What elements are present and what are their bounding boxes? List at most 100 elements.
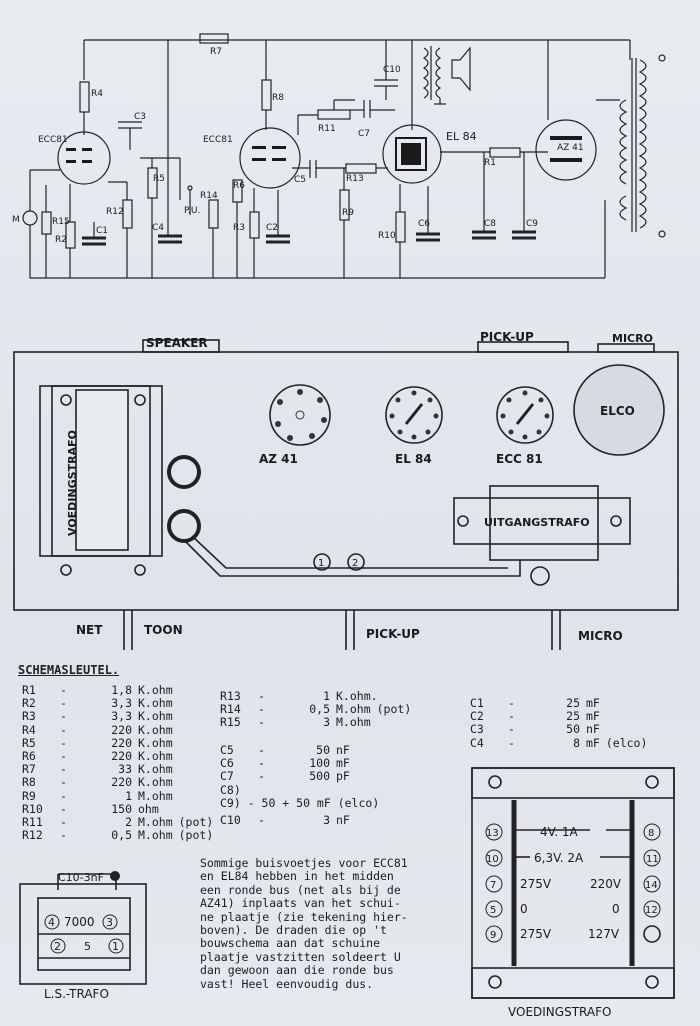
micro-connector-top xyxy=(597,343,655,353)
legend-ref: C4 xyxy=(470,735,484,750)
legend-unit: M.ohm xyxy=(138,828,173,843)
legend-dash: - xyxy=(60,775,67,790)
voeding-row-220v: 220V xyxy=(590,877,622,891)
legend-ref: R13 xyxy=(220,689,241,703)
legend-ref: C10 xyxy=(220,813,241,827)
legend-ref: R9 xyxy=(22,788,36,803)
label-r2: R2 xyxy=(55,235,67,245)
legend-ref: C7 xyxy=(220,769,234,784)
el84-pins xyxy=(389,390,439,440)
legend-ref: R7 xyxy=(22,762,36,777)
label-r4: R4 xyxy=(91,89,103,99)
legend-val: 3 xyxy=(323,715,330,730)
label-r13: R13 xyxy=(346,174,364,184)
voeding-row-275v-b: 275V xyxy=(520,927,552,941)
power-transformer-primary xyxy=(638,59,647,229)
label-r11: R11 xyxy=(318,124,336,134)
ls-trafo-frame xyxy=(19,883,147,985)
voeding-pin-10: 10 xyxy=(486,854,499,865)
ls-trafo-center: 7000 xyxy=(64,915,95,929)
tube-v3-symbol xyxy=(382,124,442,184)
legend-ref: R6 xyxy=(22,749,36,764)
label-micro-top: MICRO xyxy=(612,332,653,345)
label-pickup-top: PICK-UP xyxy=(480,330,534,344)
legend-ref: R15 xyxy=(220,715,241,730)
label-c7: C7 xyxy=(358,129,370,139)
note-line: AZ41) inplaats van het schui- xyxy=(200,896,401,911)
legend-unit: K.ohm xyxy=(138,735,173,750)
label-r5: R5 xyxy=(153,174,165,184)
label-micro-bottom: MICRO xyxy=(578,629,623,643)
legend-unit: M.ohm xyxy=(336,702,371,717)
legend-dash: - xyxy=(508,722,515,737)
legend-val: 3 xyxy=(323,813,330,827)
legend-title: SCHEMASLEUTEL. xyxy=(18,663,120,677)
label-point-1: 1 xyxy=(318,558,324,569)
legend-val: 50 xyxy=(316,743,330,757)
label-output-transformer: UITGANGSTRAFO xyxy=(484,516,590,529)
legend-dash: - xyxy=(60,749,67,764)
legend-dash: - xyxy=(258,702,265,717)
legend-val: 150 xyxy=(111,801,132,816)
legend-unit: nF xyxy=(336,743,350,757)
label-power-transformer: VOEDINGSTRAFO xyxy=(66,430,79,536)
label-c9: C9 xyxy=(526,219,538,229)
grommet-2 xyxy=(167,509,201,543)
tube-v4-symbol xyxy=(535,119,597,181)
legend-dash: - xyxy=(60,696,67,711)
legend-unit: mF xyxy=(586,735,600,750)
voeding-pin-8: 8 xyxy=(648,828,654,839)
legend-c9-line: C9) - 50 + 50 mF (elco) xyxy=(220,796,380,811)
legend-val: 0,5 xyxy=(309,702,330,717)
legend-c8c9: C8) C9) - 50 + 50 mF (elco) xyxy=(220,783,380,811)
legend-ref: C6 xyxy=(220,756,234,771)
legend-unit: nF xyxy=(586,722,600,737)
grommet-1 xyxy=(167,455,201,489)
legend-dash: - xyxy=(508,696,515,710)
tube-v2-symbol xyxy=(239,127,301,189)
legend-ref: C3 xyxy=(470,722,484,737)
legend-dash: - xyxy=(258,756,265,771)
legend-note: (pot) xyxy=(178,828,214,843)
legend-ref: R10 xyxy=(22,801,43,816)
legend-ref: C1 xyxy=(470,696,484,710)
voedingstrafo-caption: VOEDINGSTRAFO xyxy=(508,1005,611,1019)
legend-unit: M.ohm xyxy=(336,715,371,730)
ls-trafo-pin-2: 2 xyxy=(54,940,61,953)
resistor-r7 xyxy=(199,33,229,44)
label-speaker: SPEAKER xyxy=(146,336,208,350)
microphone-symbol xyxy=(22,210,38,226)
label-point-2: 2 xyxy=(352,558,358,569)
resistor-r12 xyxy=(122,199,133,229)
legend-val: 1,8 xyxy=(111,683,132,697)
legend-dash: - xyxy=(258,689,265,703)
label-c5: C5 xyxy=(294,175,306,185)
legend-dash: - xyxy=(60,722,67,737)
legend-val: 1 xyxy=(323,689,330,703)
note-line: dan gewoon aan die ronde bus xyxy=(200,963,394,978)
legend-unit: mF xyxy=(586,696,600,710)
legend-dash: - xyxy=(60,709,67,724)
point-2-circle xyxy=(347,553,365,571)
voeding-pin-12: 12 xyxy=(645,905,658,916)
label-c6: C6 xyxy=(418,219,430,229)
resistor-r3 xyxy=(249,211,260,239)
legend-val: 220 xyxy=(111,722,132,737)
legend-ref: R14 xyxy=(220,702,241,717)
legend-val: 33 xyxy=(118,762,132,777)
